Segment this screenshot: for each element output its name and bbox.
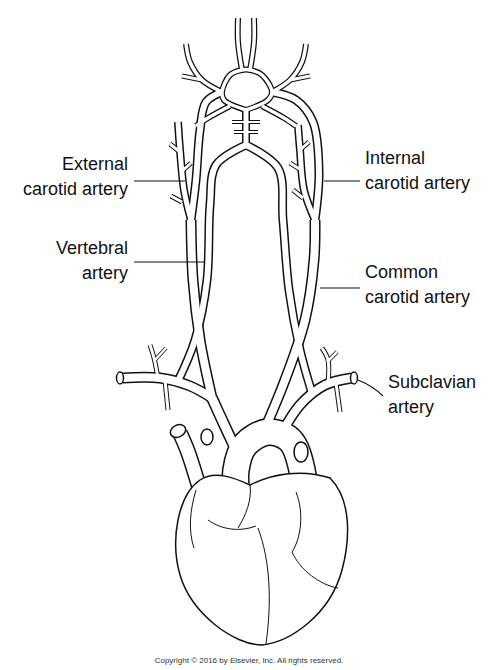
vessel-lumen xyxy=(182,76,202,80)
vessel-lumen xyxy=(298,125,315,220)
leader-lines xyxy=(134,181,383,396)
heart-groove xyxy=(238,485,250,528)
heart-groove xyxy=(292,492,301,552)
vessel-lumen xyxy=(322,348,329,384)
vessel-outline xyxy=(186,44,222,92)
vessel-lumen xyxy=(293,190,303,198)
vessel-cut-end xyxy=(201,429,213,445)
vessel-lumen xyxy=(272,44,306,92)
vessel-lumen xyxy=(246,145,312,393)
vessel-outline xyxy=(242,110,250,145)
copyright-notice: Copyright © 2016 by Elsevier, Inc. All r… xyxy=(0,656,498,666)
vessel-lumen xyxy=(246,121,260,123)
vessel-outline xyxy=(150,345,158,378)
vessel-outline xyxy=(322,348,329,384)
vessel-cut-end xyxy=(351,372,358,384)
vessel-lumen xyxy=(222,70,272,110)
vessel-lumen xyxy=(244,110,249,145)
vessel-lumen xyxy=(171,196,182,202)
vessels xyxy=(122,18,352,505)
leader-line xyxy=(134,261,204,262)
part-label: Subclavian artery xyxy=(388,370,493,420)
vessel-lumen xyxy=(336,383,340,412)
part-label: Internal carotid artery xyxy=(365,146,480,196)
cut-ends xyxy=(117,372,358,462)
vessel-cut-end xyxy=(294,442,308,462)
vessel-lumen xyxy=(290,163,301,170)
vessel-lumen xyxy=(290,76,310,80)
vessel-outline xyxy=(222,70,272,110)
part-label: Vertebral artery xyxy=(13,236,128,286)
vessel-lumen xyxy=(170,144,180,152)
vessel-lumen xyxy=(155,348,166,360)
vessel-outline xyxy=(212,398,236,450)
leader-line xyxy=(320,287,360,288)
leader-line xyxy=(324,180,360,181)
heart-groove xyxy=(208,520,256,529)
vessel-lumen xyxy=(212,398,236,450)
vessel-outline xyxy=(155,348,166,360)
vessel-lumen xyxy=(300,142,309,150)
vessel-lumen xyxy=(181,163,191,172)
heart-outline xyxy=(176,473,348,645)
vessel-cut-end xyxy=(168,422,188,440)
vessel-lumen xyxy=(262,106,296,126)
vessel-outline xyxy=(336,383,340,412)
vessel-lumen xyxy=(234,131,246,133)
vessel-lumen xyxy=(150,345,158,378)
vessel-cut-end xyxy=(117,372,124,384)
vessel-outline xyxy=(238,18,242,70)
vessel-lumen xyxy=(250,18,254,70)
vessel-lumen xyxy=(278,378,352,440)
vessel-outline xyxy=(250,18,254,70)
vessel-lumen xyxy=(272,92,319,220)
vessel-outline xyxy=(262,106,296,126)
vessel-lumen xyxy=(327,352,337,362)
vessel-outline xyxy=(178,122,191,220)
heart-groove xyxy=(258,528,269,644)
vessel-lumen xyxy=(178,145,246,381)
vessel-outline xyxy=(272,44,306,92)
vessel-lumen xyxy=(232,121,246,123)
leader-line xyxy=(358,380,383,396)
vessel-lumen xyxy=(196,106,230,126)
vessel-lumen xyxy=(178,122,191,220)
leader-line xyxy=(134,180,185,181)
heart-groove xyxy=(292,552,338,588)
vessel-lumen xyxy=(186,44,222,92)
vessel-outline xyxy=(293,190,303,198)
vessel-outline xyxy=(298,125,315,220)
vessel-lumen xyxy=(246,131,258,133)
vessel-lumen xyxy=(165,380,168,410)
heart xyxy=(176,473,348,645)
part-label: External carotid artery xyxy=(13,152,128,202)
part-label: Common carotid artery xyxy=(365,260,480,310)
vessel-outline xyxy=(165,380,168,410)
heart-groove xyxy=(190,490,196,548)
vessel-lumen xyxy=(238,18,242,70)
vessel-outline xyxy=(171,196,182,202)
